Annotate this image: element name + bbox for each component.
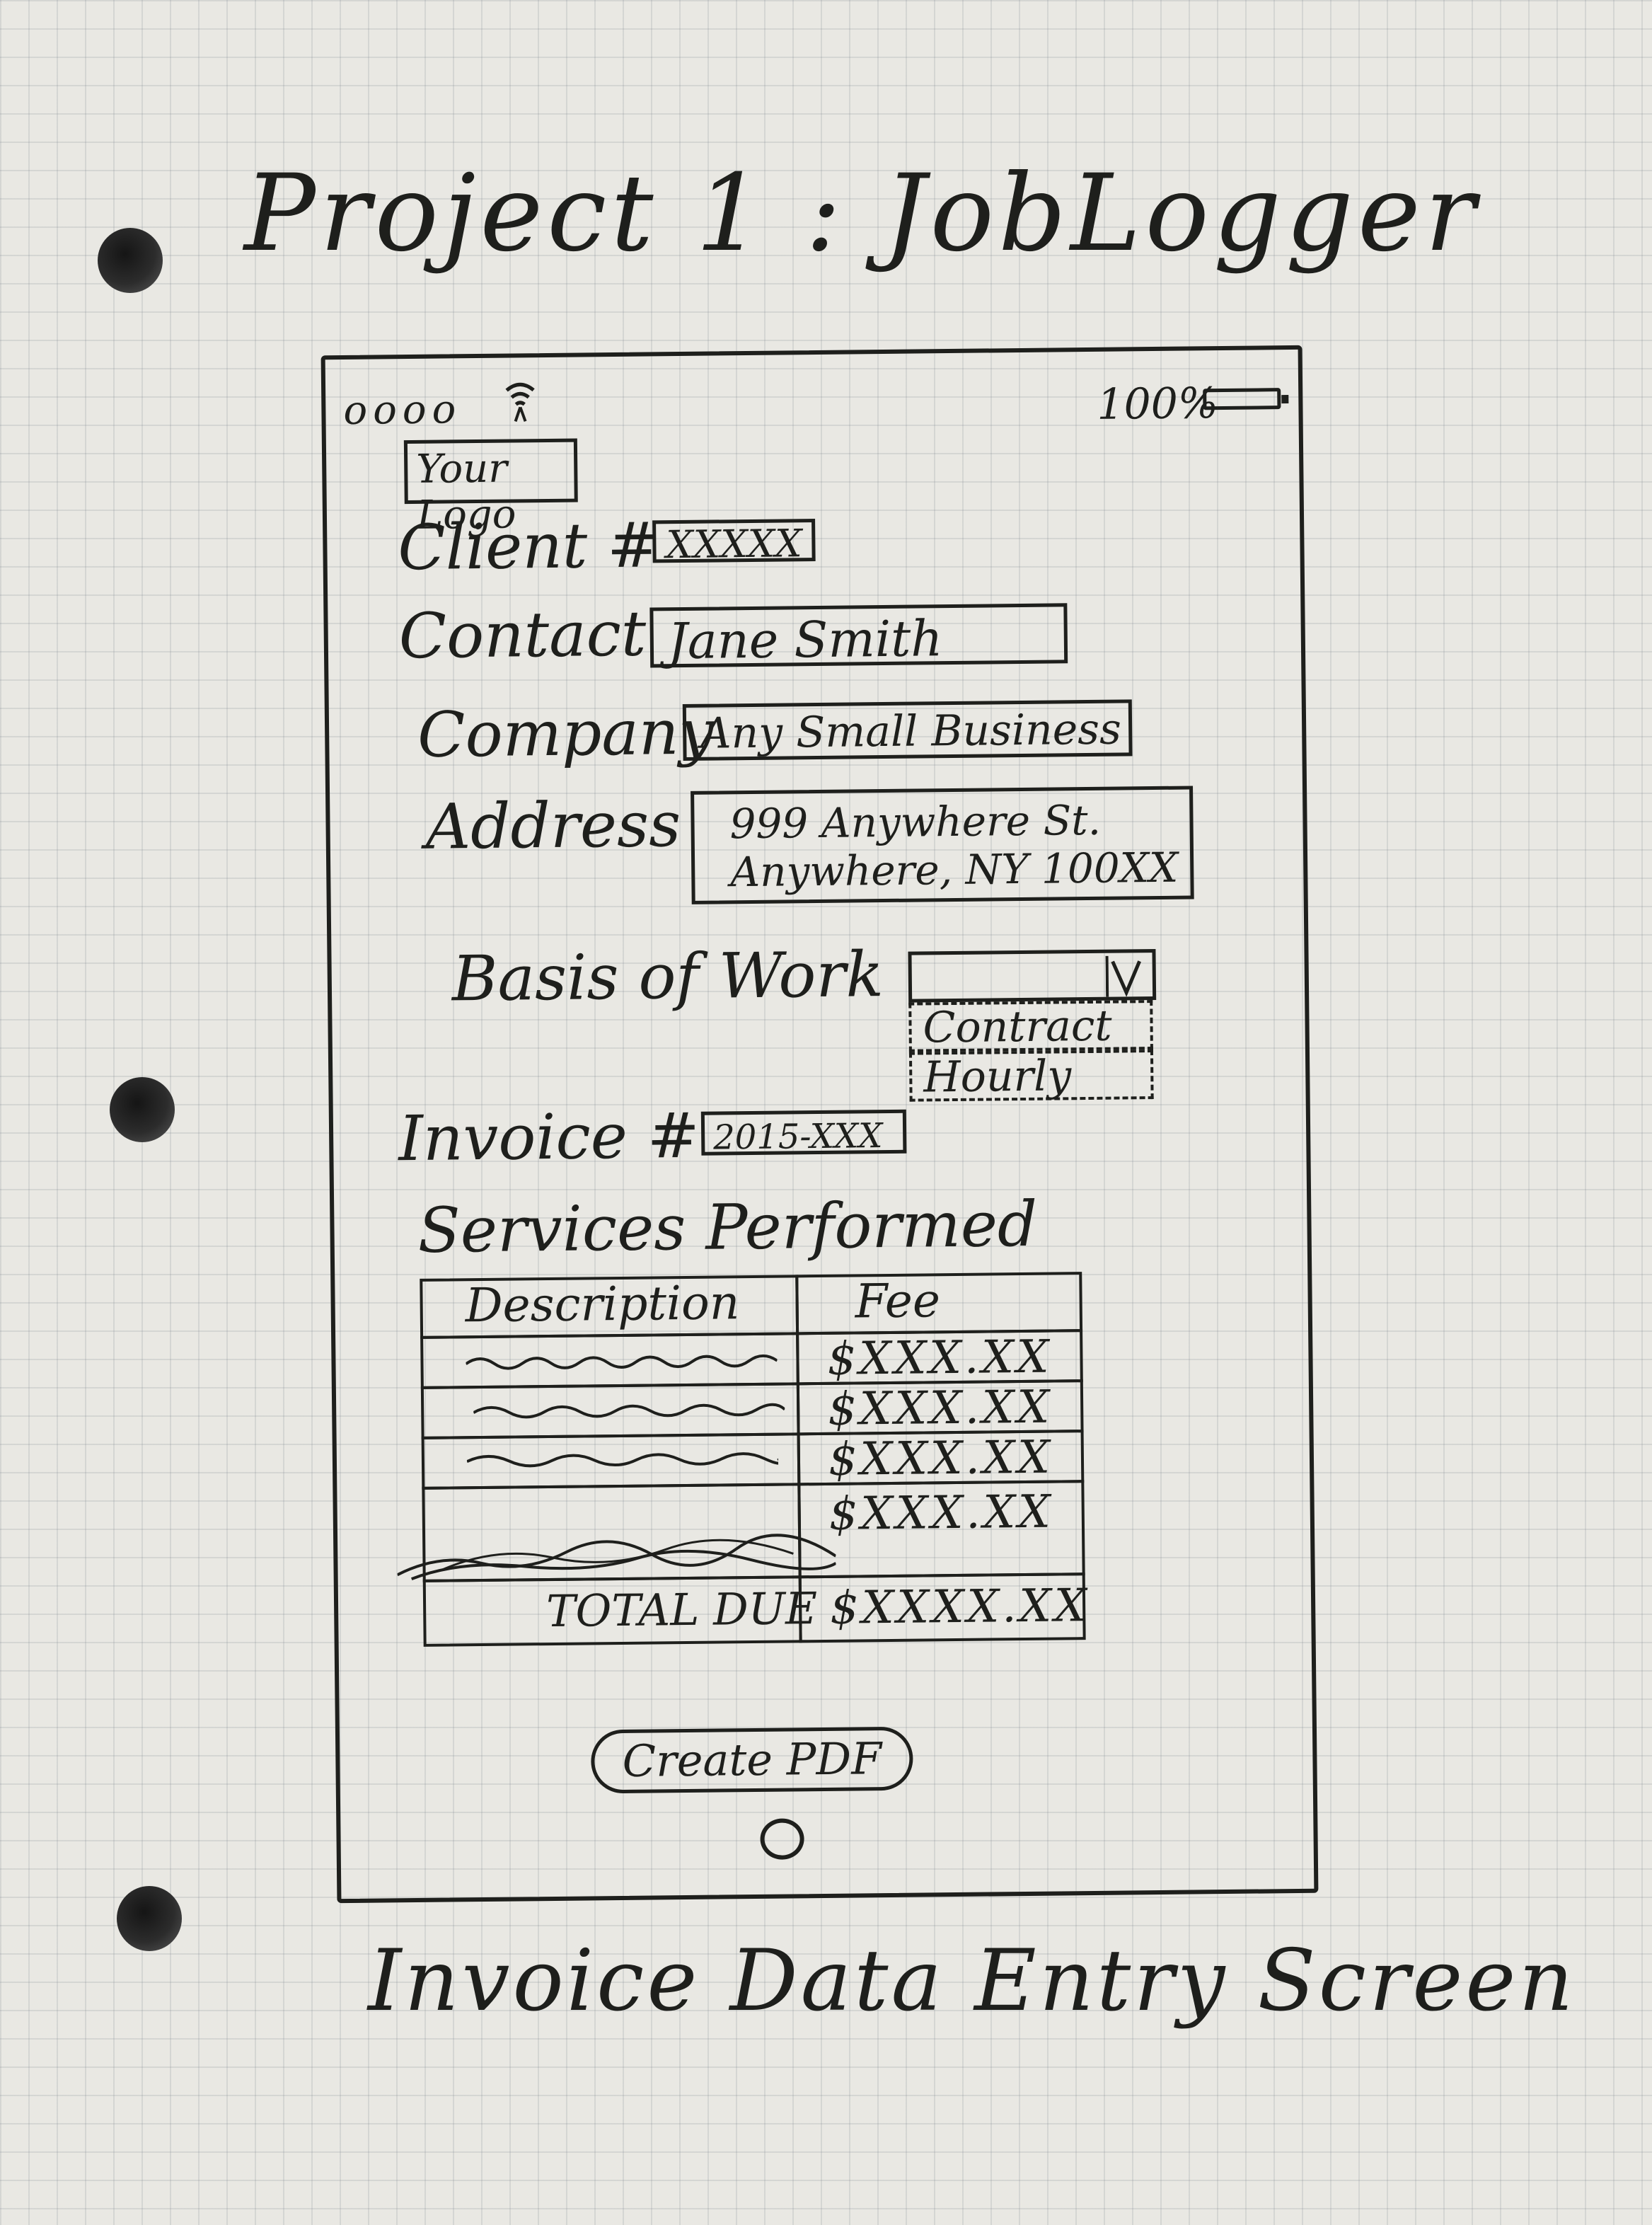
logo-placeholder: Your Logo — [403, 438, 578, 539]
services-table: Description Fee $XXX.XX $XXX.XX $XXX.XX — [397, 1272, 1092, 1654]
table-row[interactable] — [397, 1483, 836, 1582]
address-line-1: 999 Anywhere St. — [729, 795, 1102, 849]
table-row[interactable] — [420, 1332, 799, 1389]
chevron-down-icon[interactable] — [1105, 955, 1148, 997]
address-label: Address — [425, 788, 681, 863]
contact-field[interactable]: Jane Smith — [649, 603, 1068, 671]
basis-of-work-dropdown[interactable] — [908, 949, 1157, 1003]
address-line-2: Anywhere, NY 100XX — [729, 843, 1179, 897]
company-field[interactable]: Any Small Business — [682, 699, 1133, 761]
client-number-value: XXXXX — [666, 521, 802, 568]
battery-icon — [1203, 388, 1281, 410]
carrier-signal: oooo — [343, 386, 462, 434]
table-row-fee[interactable]: $XXX.XX — [796, 1329, 1083, 1386]
description-scribble — [466, 1452, 779, 1468]
table-row-fee[interactable]: $XXX.XX — [796, 1379, 1084, 1436]
total-due-label-cell: TOTAL DUE — [422, 1575, 818, 1647]
client-number-field[interactable]: XXXXX — [652, 519, 816, 567]
invoice-number-value: 2015-XXX — [712, 1116, 883, 1158]
column-header-description: Description — [420, 1275, 799, 1339]
contact-value: Jane Smith — [667, 609, 943, 671]
company-value: Any Small Business — [700, 704, 1122, 759]
table-row-fee[interactable]: $XXX.XX — [797, 1480, 1085, 1579]
total-due-value: $XXXX.XX — [829, 1580, 1090, 1635]
table-row[interactable] — [421, 1432, 801, 1490]
screen-caption: Invoice Data Entry Screen — [368, 1932, 1576, 2030]
invoice-number-field[interactable]: 2015-XXX — [700, 1109, 907, 1158]
contact-label: Contact — [398, 597, 647, 673]
wifi-icon — [505, 382, 535, 422]
basis-of-work-label: Basis of Work — [451, 938, 884, 1016]
description-scribble — [473, 1403, 785, 1419]
table-row[interactable] — [420, 1382, 800, 1439]
page-title: Project 1 : JobLogger — [244, 152, 1480, 275]
binder-hole-top — [98, 228, 163, 293]
basis-option-hourly[interactable]: Hourly — [908, 1050, 1154, 1102]
column-header-fee: Fee — [795, 1272, 1083, 1335]
total-due-label: TOTAL DUE — [545, 1582, 818, 1638]
home-button[interactable] — [760, 1818, 804, 1860]
address-field[interactable]: 999 Anywhere St. Anywhere, NY 100XX — [691, 786, 1194, 904]
description-scribble — [466, 1354, 778, 1370]
binder-hole-bottom — [117, 1886, 182, 1951]
table-row-fee[interactable]: $XXX.XX — [797, 1430, 1085, 1486]
battery-percent: 100% — [1097, 379, 1219, 430]
basis-option-contract[interactable]: Contract — [908, 1000, 1153, 1052]
invoice-number-label: Invoice # — [398, 1098, 700, 1175]
description-scribble — [397, 1534, 836, 1580]
binder-hole-middle — [110, 1077, 175, 1142]
client-number-label: Client # — [397, 508, 660, 585]
company-label: Company — [417, 695, 715, 771]
phone-frame: oooo 100% Your Logo Client # XXXXX Conta… — [320, 345, 1319, 1904]
services-heading: Services Performed — [417, 1187, 1038, 1267]
total-due-value-cell: $XXXX.XX — [798, 1573, 1090, 1643]
create-pdf-button[interactable]: Create PDF — [590, 1726, 913, 1794]
